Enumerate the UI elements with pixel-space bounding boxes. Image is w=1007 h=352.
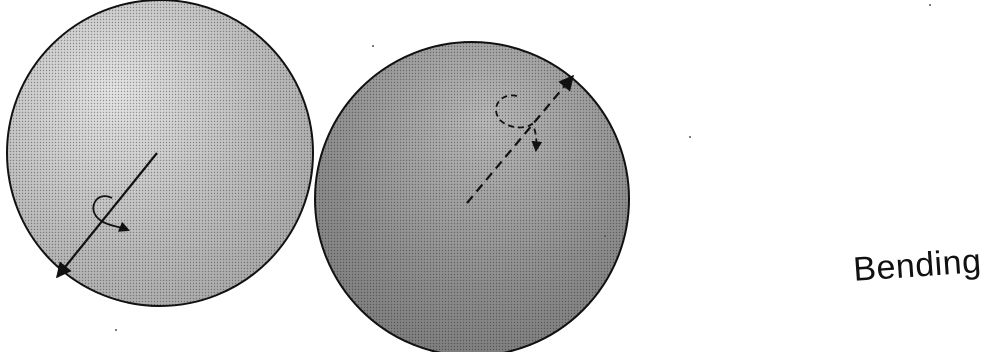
left-sphere [7, 0, 313, 306]
right-sphere [315, 42, 629, 352]
left-sphere-texture [7, 0, 313, 306]
